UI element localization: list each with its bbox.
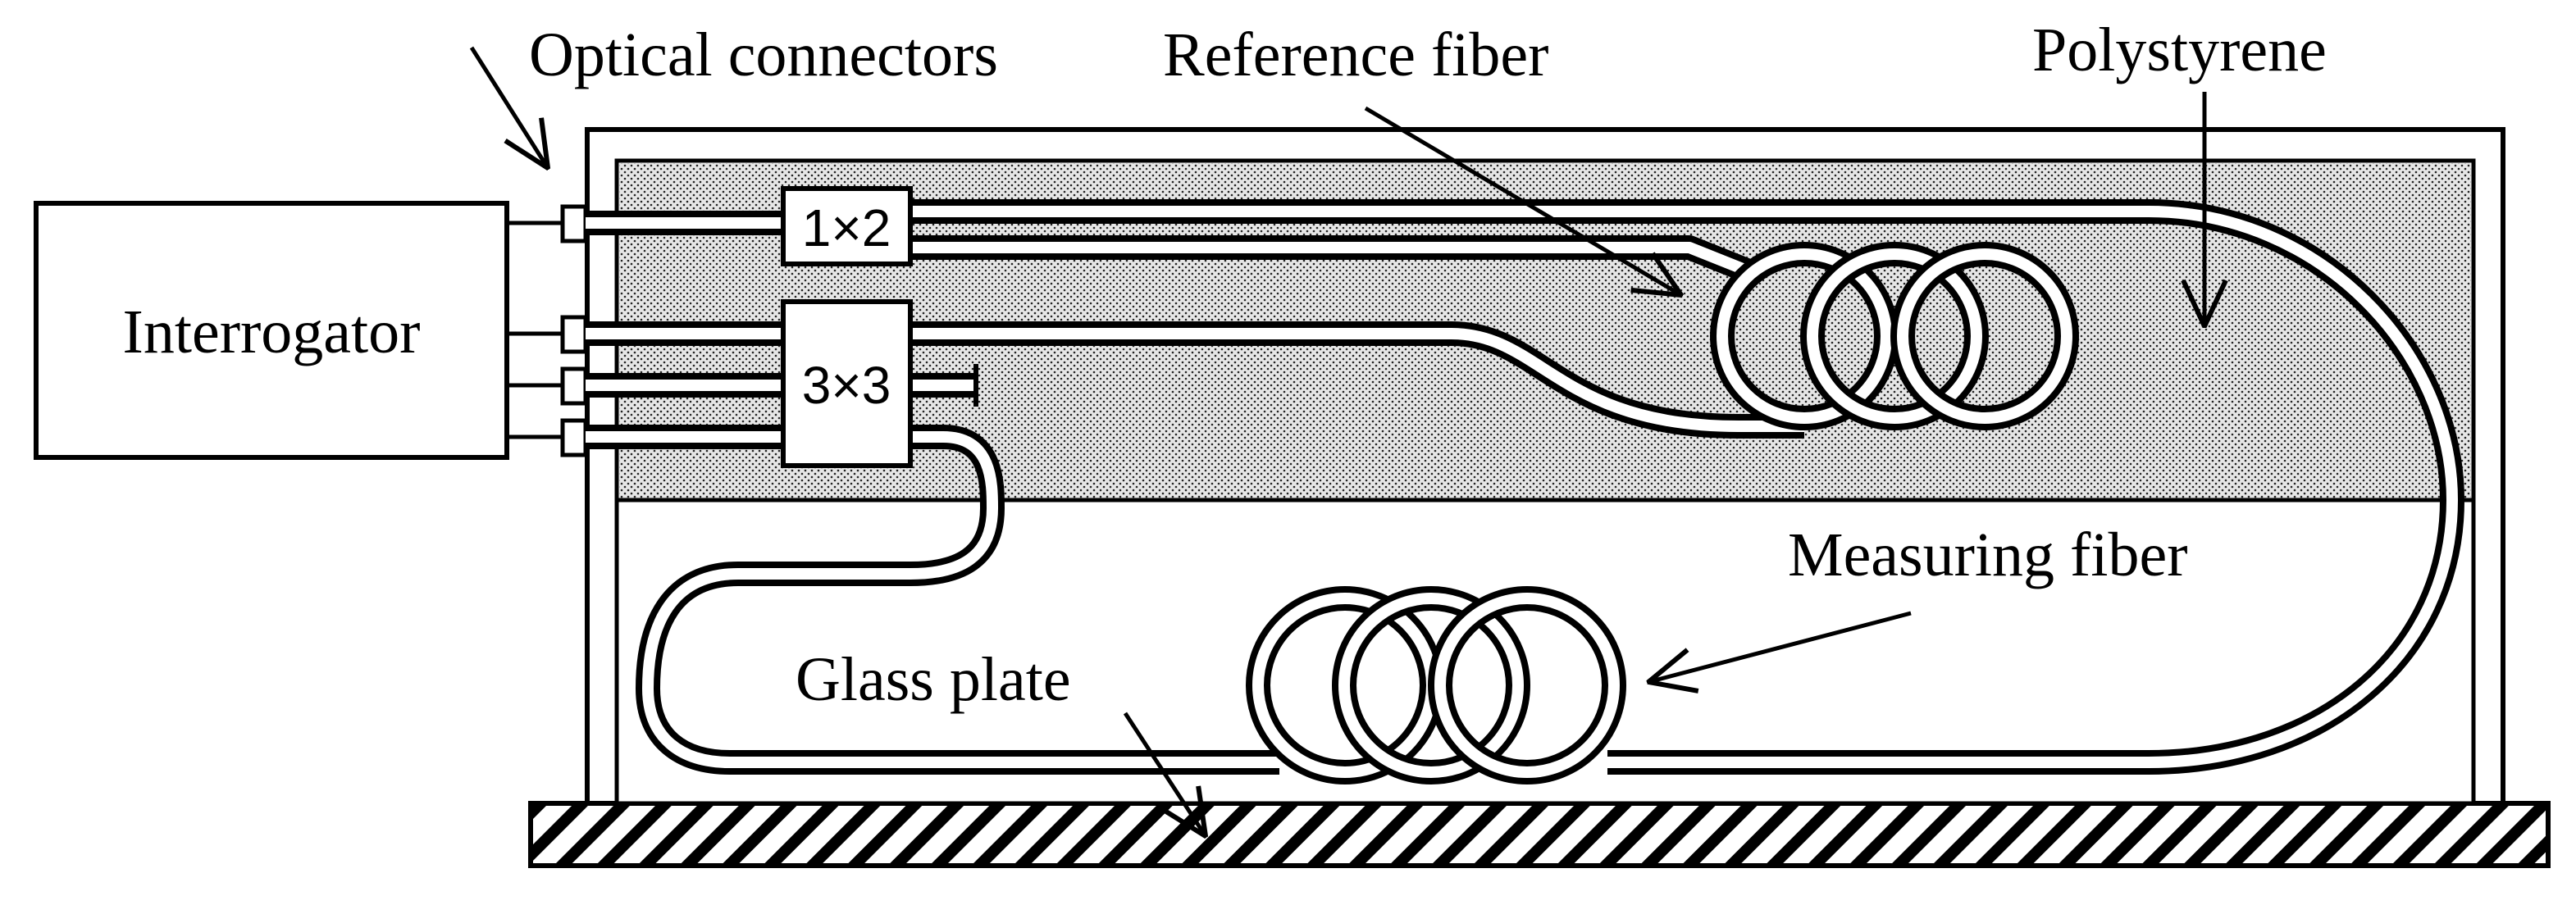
reference-fiber-label: Reference fiber (1163, 20, 1548, 89)
coupler-3x3-box (781, 299, 913, 468)
arrow-measuring-fiber (1648, 611, 1912, 682)
fiber-paths (586, 199, 2464, 775)
connector-2 (560, 315, 588, 354)
glass-plate-label: Glass plate (796, 645, 1071, 714)
glass-plate (528, 801, 2551, 868)
arrow-glass-plate (1123, 712, 1206, 836)
connector-4 (560, 418, 588, 457)
interrogator-box (34, 201, 509, 460)
arrow-reference-fiber (1364, 106, 1681, 295)
coupler-1x2-label: 1×2 (802, 198, 891, 257)
interrogator-leads (507, 221, 563, 439)
coupler-3x3-label: 3×3 (802, 356, 891, 415)
reference-fiber-coils (1710, 242, 2079, 430)
optical-connectors (560, 204, 588, 457)
polystyrene-label: Polystyrene (2032, 16, 2327, 84)
connector-1 (560, 204, 588, 243)
arrow-optical-connectors (469, 46, 548, 168)
optical-connectors-label: Optical connectors (529, 20, 998, 89)
interrogator-label: Interrogator (123, 298, 421, 366)
connector-3 (560, 366, 588, 406)
coupler-1x2-box (781, 186, 913, 266)
pointer-arrows (469, 46, 2204, 836)
measuring-fiber-label: Measuring fiber (1788, 521, 2188, 589)
measuring-fiber-coils (1246, 586, 1626, 784)
